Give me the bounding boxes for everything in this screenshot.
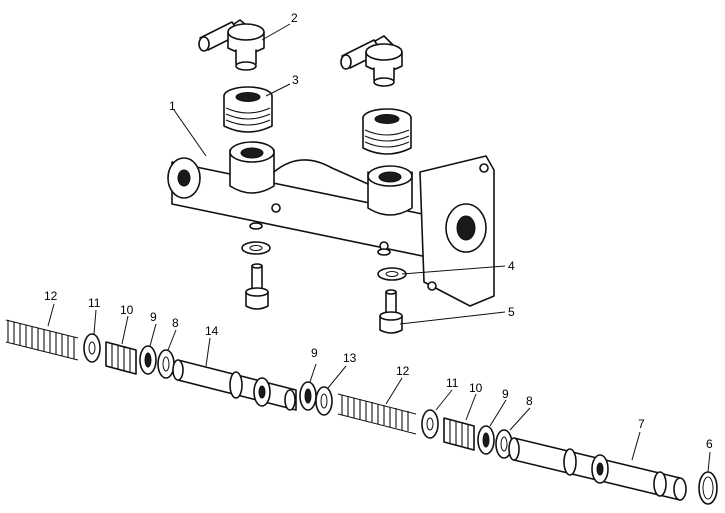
callout-5: 5 (508, 305, 515, 319)
callout-numbers: 1 2 3 4 5 6 7 8 8 9 9 9 10 10 11 11 12 1… (44, 11, 713, 451)
spring-seat-right (421, 409, 439, 439)
callout-10-right: 10 (469, 381, 483, 395)
cup-seal-left (105, 341, 137, 375)
callout-9-middle: 9 (311, 346, 318, 360)
reservoir-connector-right (340, 35, 403, 87)
callout-3: 3 (292, 73, 299, 87)
callout-1: 1 (169, 99, 176, 113)
sealing-washer-left (241, 241, 271, 255)
spring-middle (337, 393, 417, 435)
callout-11-right: 11 (446, 376, 459, 390)
circlip (698, 471, 718, 505)
callout-10-left: 10 (120, 303, 134, 317)
callout-9-right: 9 (502, 387, 509, 401)
seal-ring-13 (315, 386, 333, 416)
reservoir-seal-right (362, 108, 412, 155)
callout-12-left: 12 (44, 289, 58, 303)
spring-left (5, 319, 79, 361)
seal-ring-middle (299, 381, 317, 411)
secondary-piston (172, 359, 297, 411)
callout-6: 6 (706, 437, 713, 451)
reservoir-connector-left (198, 19, 265, 71)
callout-14: 14 (205, 324, 219, 338)
callout-2: 2 (291, 11, 298, 25)
callout-11-left: 11 (88, 296, 101, 310)
washer-ring-left (157, 349, 175, 379)
primary-piston (508, 437, 687, 501)
sealing-washer-right (377, 267, 407, 281)
seal-ring-left (139, 345, 157, 375)
leader-lines (47, 23, 711, 473)
seal-ring-right (477, 425, 495, 455)
callout-9-left: 9 (150, 310, 157, 324)
callout-7: 7 (638, 417, 645, 431)
callout-12-right: 12 (396, 364, 410, 378)
stop-bolt-left (245, 263, 269, 310)
stop-bolt-right (379, 289, 403, 334)
master-cylinder-body (167, 141, 495, 307)
cup-seal-right (443, 417, 475, 451)
callout-13: 13 (343, 351, 357, 365)
reservoir-seal-left (223, 86, 273, 133)
callout-8-left: 8 (172, 316, 179, 330)
callout-4: 4 (508, 259, 515, 273)
callout-8-right: 8 (526, 394, 533, 408)
spring-seat-left (83, 333, 101, 363)
